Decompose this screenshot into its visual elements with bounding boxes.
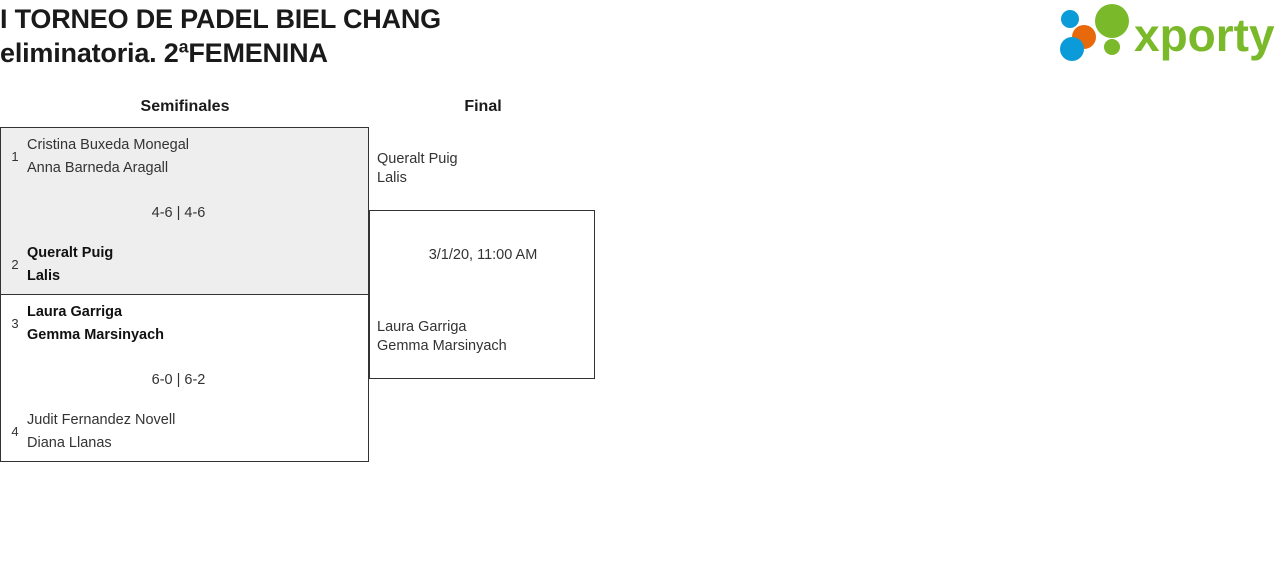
player-name: Cristina Buxeda Monegal (27, 137, 190, 153)
bracket-team-row[interactable]: 2 Queralt Puig Lalis (1, 242, 370, 288)
xporty-logo-svg: xporty (1060, 4, 1275, 61)
logo-dot-green-small (1104, 39, 1120, 55)
logo-dot-blue-large (1060, 37, 1084, 61)
player-name: Anna Barneda Aragall (27, 160, 169, 176)
player-name: Gemma Marsinyach (377, 338, 507, 354)
player-name: Gemma Marsinyach (27, 327, 165, 343)
seed-number: 4 (11, 424, 19, 439)
xporty-logo[interactable]: xporty (1050, 3, 1275, 65)
team-players-winner: Laura Garriga Gemma Marsinyach (27, 301, 357, 347)
logo-dot-blue-small (1061, 10, 1079, 28)
seed-number: 3 (11, 316, 19, 331)
page-title: I TORNEO DE PADEL BIEL CHANG eliminatori… (0, 4, 441, 68)
team-players: Judit Fernandez Novell Diana Llanas (27, 409, 357, 455)
player-name: Queralt Puig (27, 245, 114, 261)
seed-number: 2 (11, 257, 19, 272)
logo-wordmark: xporty (1134, 9, 1274, 61)
team-players-winner: Queralt Puig Lalis (27, 242, 357, 288)
bracket-team-row[interactable]: 4 Judit Fernandez Novell Diana Llanas (1, 409, 370, 455)
match-score: 6-0 | 6-2 (151, 372, 206, 388)
match-score: 4-6 | 4-6 (151, 205, 206, 221)
player-name: Laura Garriga (377, 319, 467, 335)
final-match[interactable]: 3/1/20, 11:00 AM (369, 210, 595, 379)
semifinal-match-1[interactable]: 1 Cristina Buxeda Monegal Anna Barneda A… (0, 127, 369, 295)
tournament-header: I TORNEO DE PADEL BIEL CHANG eliminatori… (0, 0, 1280, 80)
final-team-bottom[interactable]: Laura Garriga Gemma Marsinyach (377, 318, 592, 356)
logo-dot-green-large (1095, 4, 1129, 38)
player-name: Diana Llanas (27, 435, 112, 451)
player-name: Lalis (27, 268, 61, 284)
bracket-team-row[interactable]: 1 Cristina Buxeda Monegal Anna Barneda A… (1, 134, 370, 180)
semifinal-match-2[interactable]: 3 Laura Garriga Gemma Marsinyach 6-0 | 6… (0, 294, 369, 462)
bracket-team-row[interactable]: 3 Laura Garriga Gemma Marsinyach (1, 301, 370, 347)
player-name: Judit Fernandez Novell (27, 412, 176, 428)
team-players: Cristina Buxeda Monegal Anna Barneda Ara… (27, 134, 357, 180)
match-datetime: 3/1/20, 11:00 AM (428, 247, 538, 263)
round-header-final: Final (464, 98, 502, 115)
final-team-top[interactable]: Queralt Puig Lalis (377, 150, 592, 188)
seed-number: 1 (11, 149, 19, 164)
player-name: Queralt Puig (377, 151, 458, 167)
player-name: Lalis (377, 170, 407, 186)
player-name: Laura Garriga (27, 304, 123, 320)
round-header-semifinales: Semifinales (140, 98, 230, 115)
